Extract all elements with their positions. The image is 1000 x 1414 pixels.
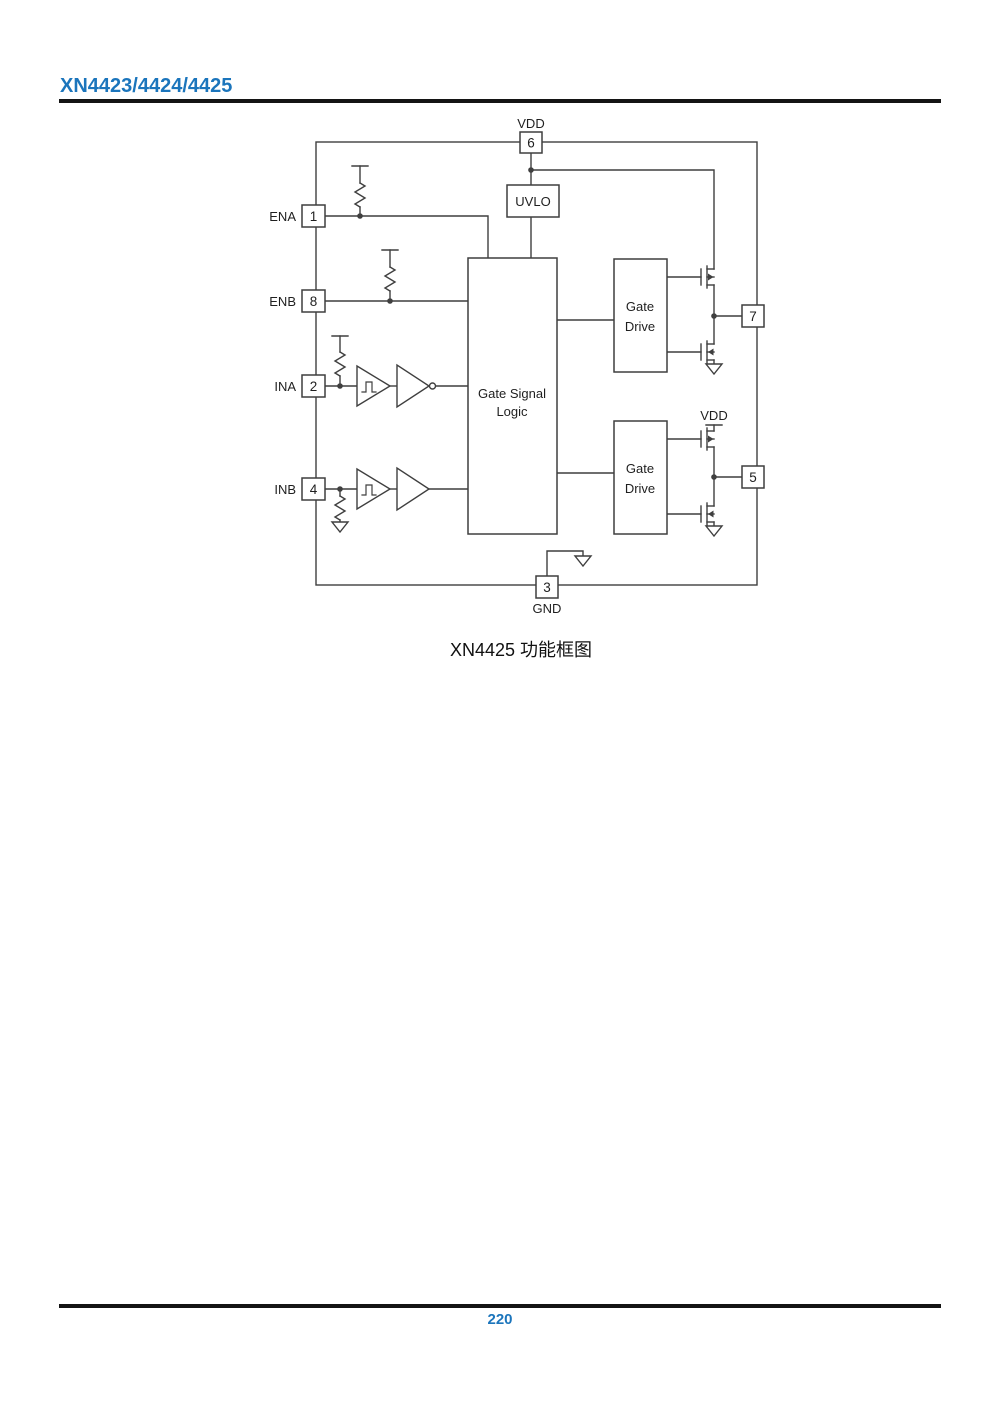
pin-2-label: INA — [274, 379, 296, 394]
pin-1: 1 ENA — [269, 204, 326, 228]
pin-7-number: 7 — [749, 309, 757, 324]
gate-signal-logic-label-2: Logic — [496, 404, 528, 419]
page-number: 220 — [487, 1311, 513, 1328]
pin-1-label: ENA — [269, 209, 296, 224]
pin-6-label: VDD — [517, 116, 544, 131]
mosfet-b-high-icon — [666, 427, 715, 478]
gate-drive-a-block: Gate Drive — [613, 258, 668, 373]
pullup-resistor-ena — [351, 165, 369, 217]
ground-icon — [330, 521, 350, 534]
pin-2-number: 2 — [310, 379, 318, 394]
buffer-inb-icon — [396, 466, 431, 512]
pin-1-number: 1 — [310, 209, 318, 224]
pin-3-label: GND — [533, 601, 562, 616]
ground-icon — [573, 555, 593, 568]
mosfet-a-high-icon — [666, 265, 715, 317]
gate-drive-a-label-2: Drive — [625, 319, 655, 334]
pin-4-number: 4 — [310, 482, 318, 497]
uvlo-label: UVLO — [515, 194, 550, 209]
gate-drive-b-block: Gate Drive — [613, 420, 668, 535]
pin-7: 7 — [741, 304, 765, 328]
schmitt-trigger-inb-icon — [356, 467, 392, 511]
mosfet-b-low-icon — [666, 476, 724, 538]
gate-drive-b-label-2: Drive — [625, 481, 655, 496]
header-rule — [59, 99, 941, 103]
footer-rule — [59, 1304, 941, 1308]
pin-3: 3 GND — [533, 575, 562, 616]
pin-6: 6 VDD — [517, 116, 545, 154]
pin-8-number: 8 — [310, 294, 318, 309]
pin-4-label: INB — [274, 482, 296, 497]
pullup-resistor-enb — [381, 249, 399, 302]
gate-signal-logic-label-1: Gate Signal — [478, 386, 546, 401]
uvlo-block: UVLO — [506, 184, 560, 218]
ground-icon — [704, 525, 724, 538]
gate-drive-b-label-1: Gate — [626, 461, 654, 476]
pin-8-label: ENB — [269, 294, 296, 309]
mosfet-a-low-icon — [666, 315, 724, 376]
pin-3-number: 3 — [543, 580, 551, 595]
pin-8: 8 ENB — [269, 289, 326, 313]
pin-5-number: 5 — [749, 470, 757, 485]
gate-signal-logic-block: Gate Signal Logic — [467, 257, 558, 535]
pulldown-resistor-inb — [330, 488, 350, 534]
pin-5: 5 — [741, 465, 765, 489]
gate-drive-a-label-1: Gate — [626, 299, 654, 314]
block-diagram: UVLO Gate Signal Logic Gate Drive Gate D… — [269, 116, 765, 616]
vdd-internal-label: VDD — [700, 408, 727, 423]
ground-icon — [704, 363, 724, 376]
header-title: XN4423/4424/4425 — [60, 75, 233, 97]
pin-4: 4 INB — [274, 477, 326, 501]
pin-2: 2 INA — [274, 374, 326, 398]
pullup-resistor-ina — [331, 335, 349, 387]
figure-caption: XN4425 功能框图 — [449, 640, 593, 660]
pin-6-number: 6 — [527, 136, 535, 151]
schmitt-trigger-ina-icon — [356, 364, 392, 408]
inverter-ina-icon — [396, 363, 437, 409]
junction-dots — [337, 167, 717, 492]
